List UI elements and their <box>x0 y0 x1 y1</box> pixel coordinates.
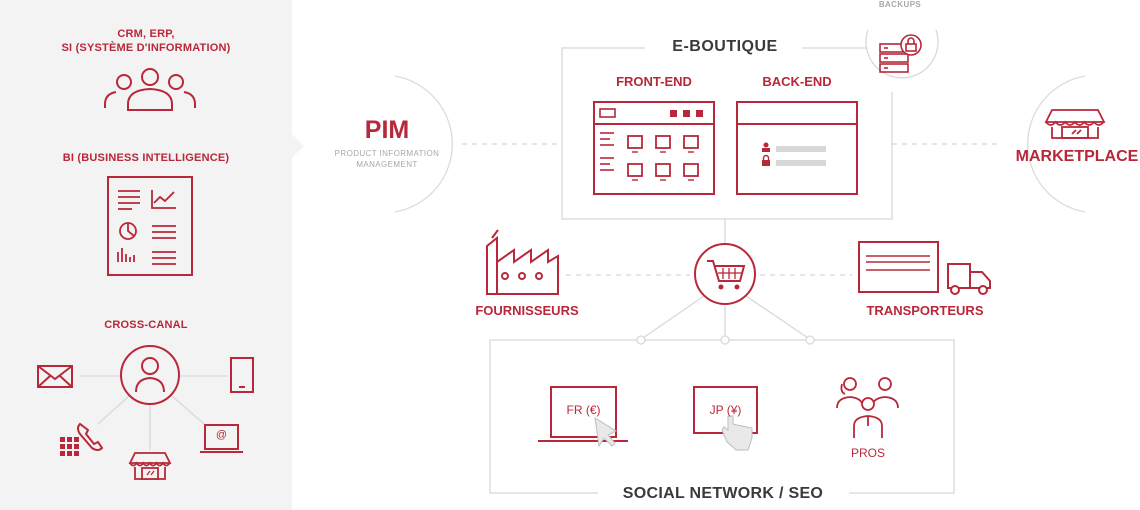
eboutique-title: E-BOUTIQUE <box>672 38 778 55</box>
team-icon <box>104 68 196 111</box>
pim-subtitle-line1: PRODUCT INFORMATION <box>334 149 440 158</box>
professionals-icon <box>836 377 899 438</box>
backups-label: BACKUPS <box>878 0 922 9</box>
shipping-label-truck-icon <box>858 241 991 295</box>
cart-branch-left <box>642 295 705 339</box>
bi-report-icon <box>107 176 193 276</box>
social-seo-title: SOCIAL NETWORK / SEO <box>622 485 824 502</box>
transporteurs-label: TRANSPORTEURS <box>866 303 984 318</box>
branch-node-middle <box>720 335 730 345</box>
shop-icon <box>128 452 172 480</box>
shopping-cart-icon <box>694 243 756 305</box>
laptop-email-icon <box>200 424 243 453</box>
branch-node-right <box>805 335 815 345</box>
tablet-touch-icon <box>693 386 758 451</box>
branch-node-left <box>636 335 646 345</box>
frontend-label: FRONT-END <box>616 74 692 89</box>
store-icon <box>1044 109 1106 139</box>
pim-title: PIM <box>364 116 410 144</box>
jp-currency-label: JP (¥) <box>709 403 742 417</box>
envelope-icon <box>37 365 73 388</box>
pim-arc <box>394 75 453 213</box>
server-lock-icon <box>879 34 922 73</box>
marketplace-label: MARKETPLACE <box>1015 148 1139 165</box>
social-frame <box>489 339 955 494</box>
pros-label: PROS <box>850 446 885 460</box>
sidebar-pointer <box>292 134 304 158</box>
frontend-window-icon <box>593 101 715 195</box>
backend-label: BACK-END <box>762 74 832 89</box>
telephone-icon <box>60 422 104 456</box>
eboutique-frame <box>561 47 893 220</box>
pim-subtitle-line2: MANAGEMENT <box>356 160 418 169</box>
factory-icon <box>486 229 559 295</box>
backups-circle <box>865 29 939 79</box>
cross-canal-spokes <box>80 375 228 450</box>
mobile-phone-icon <box>230 357 254 393</box>
fournisseurs-label: FOURNISSEURS <box>475 303 579 318</box>
crm-label-line2: SI (SYSTÈME D'INFORMATION) <box>61 42 231 54</box>
crm-label-line1: CRM, ERP, <box>117 28 175 40</box>
user-circle-icon <box>120 345 180 405</box>
laptop-cursor-icon <box>538 386 628 448</box>
email-at-symbol: @ <box>215 429 228 441</box>
cart-branch-right <box>745 295 809 339</box>
marketplace-arc <box>1027 75 1086 213</box>
backend-window-icon <box>736 101 858 195</box>
fr-currency-label: FR (€) <box>566 403 601 417</box>
bi-label: BI (BUSINESS INTELLIGENCE) <box>62 152 230 164</box>
cross-canal-label: CROSS-CANAL <box>104 319 188 331</box>
